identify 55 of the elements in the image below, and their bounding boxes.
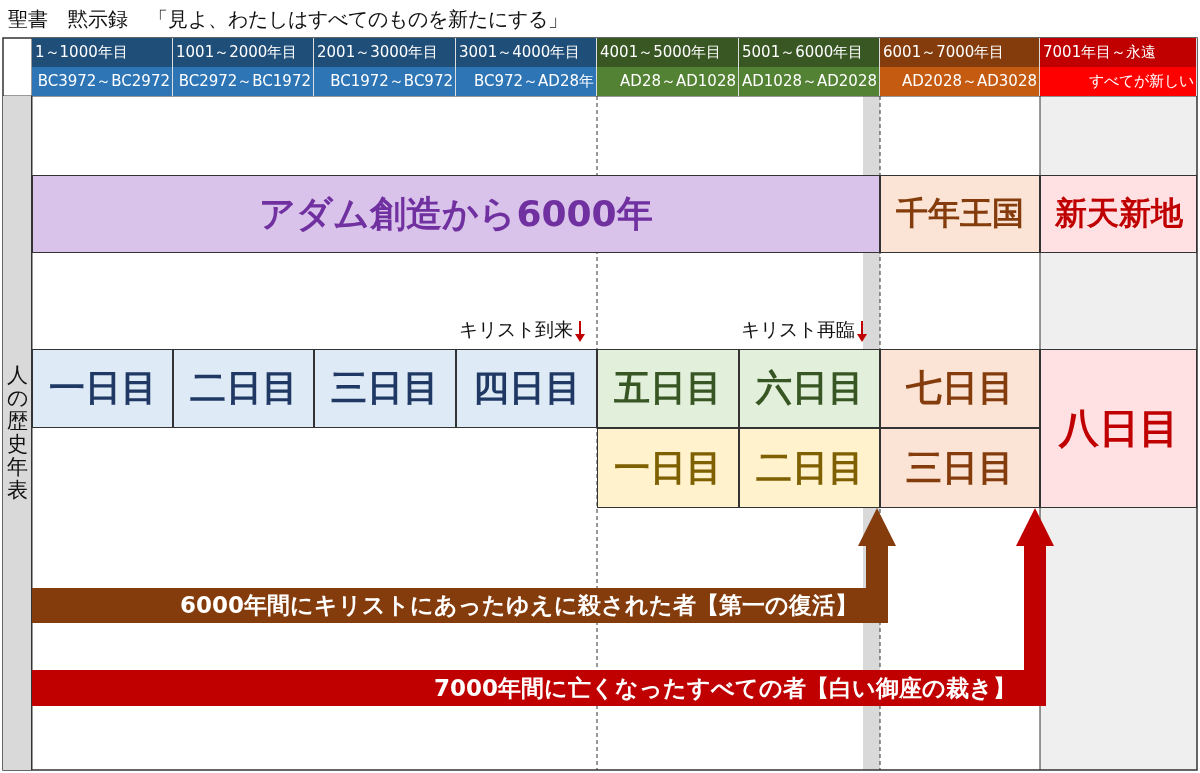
day-label: 一日目 — [614, 445, 722, 490]
day-cell — [314, 349, 456, 428]
period-band — [880, 175, 1040, 253]
year-range-text: AD2028～AD3028 — [880, 67, 1040, 96]
day-cell — [456, 349, 597, 428]
arrow — [1016, 508, 1054, 670]
arrow — [858, 508, 896, 588]
year-range-text: BC1972～BC972 — [314, 67, 456, 96]
period-label: 千年王国 — [896, 193, 1024, 234]
arrow-label: 7000年間に亡くなったすべての者【白い御座の裁き】 — [434, 673, 1016, 703]
period-band — [32, 175, 880, 253]
event-label: キリスト再臨 — [741, 317, 855, 342]
period-label: 新天新地 — [1054, 193, 1183, 234]
arrow-band — [32, 588, 888, 623]
year-range-text: BC972～AD28年 — [456, 67, 597, 96]
millennium-header: 3001～4000年目 — [456, 38, 597, 67]
year-range-text: AD1028～AD2028 — [739, 67, 880, 96]
day-label: 一日目 — [48, 366, 157, 410]
day-cell — [1040, 349, 1197, 508]
day-cell — [880, 349, 1040, 428]
day-label: 三日目 — [906, 445, 1014, 490]
period-band — [1040, 175, 1197, 253]
title: 聖書 黙示録 「見よ、わたしはすべてのものを新たにする」 — [8, 6, 568, 33]
year-range-text: BC3972～BC2972 — [32, 67, 173, 96]
arrow-band — [32, 670, 1046, 706]
millennium-header: 1001～2000年目 — [173, 38, 314, 67]
day-cell — [739, 349, 880, 428]
day-cell — [32, 349, 173, 428]
day-label: 二日目 — [189, 366, 298, 410]
day-label: 三日目 — [331, 366, 439, 410]
day-label: 六日目 — [755, 366, 864, 410]
millennium-header: 1～1000年目 — [32, 38, 173, 67]
day-cell — [173, 349, 314, 428]
millennium-header: 7001年目～永遠 — [1040, 38, 1197, 67]
millennium-header: 5001～6000年目 — [739, 38, 880, 67]
event-label: キリスト到来 — [459, 317, 573, 342]
side-heading-band — [3, 96, 32, 770]
day-cell — [597, 428, 739, 508]
day-cell — [880, 428, 1040, 508]
day-label: 四日目 — [472, 366, 581, 410]
day-label: 五日目 — [614, 366, 722, 410]
millennium-header: 2001～3000年目 — [314, 38, 456, 67]
millennium-header: 4001～5000年目 — [597, 38, 739, 67]
year-range-text: すべてが新しい — [1040, 67, 1197, 96]
millennium-header: 6001～7000年目 — [880, 38, 1040, 67]
day-label: 八日目 — [1058, 404, 1179, 453]
arrow-label: 6000年間にキリストにあったゆえに殺された者【第一の復活】 — [180, 591, 858, 620]
year-range-text: AD28～AD1028 — [597, 67, 739, 96]
period-label: アダム創造から6000年 — [259, 191, 653, 236]
day-cell — [597, 349, 739, 428]
day-cell — [739, 428, 880, 508]
day-label: 二日目 — [755, 445, 864, 490]
vertical-heading: 人の歴史年表 — [6, 363, 28, 503]
year-range-text: BC2972～BC1972 — [173, 67, 314, 96]
day-label: 七日目 — [906, 366, 1014, 410]
